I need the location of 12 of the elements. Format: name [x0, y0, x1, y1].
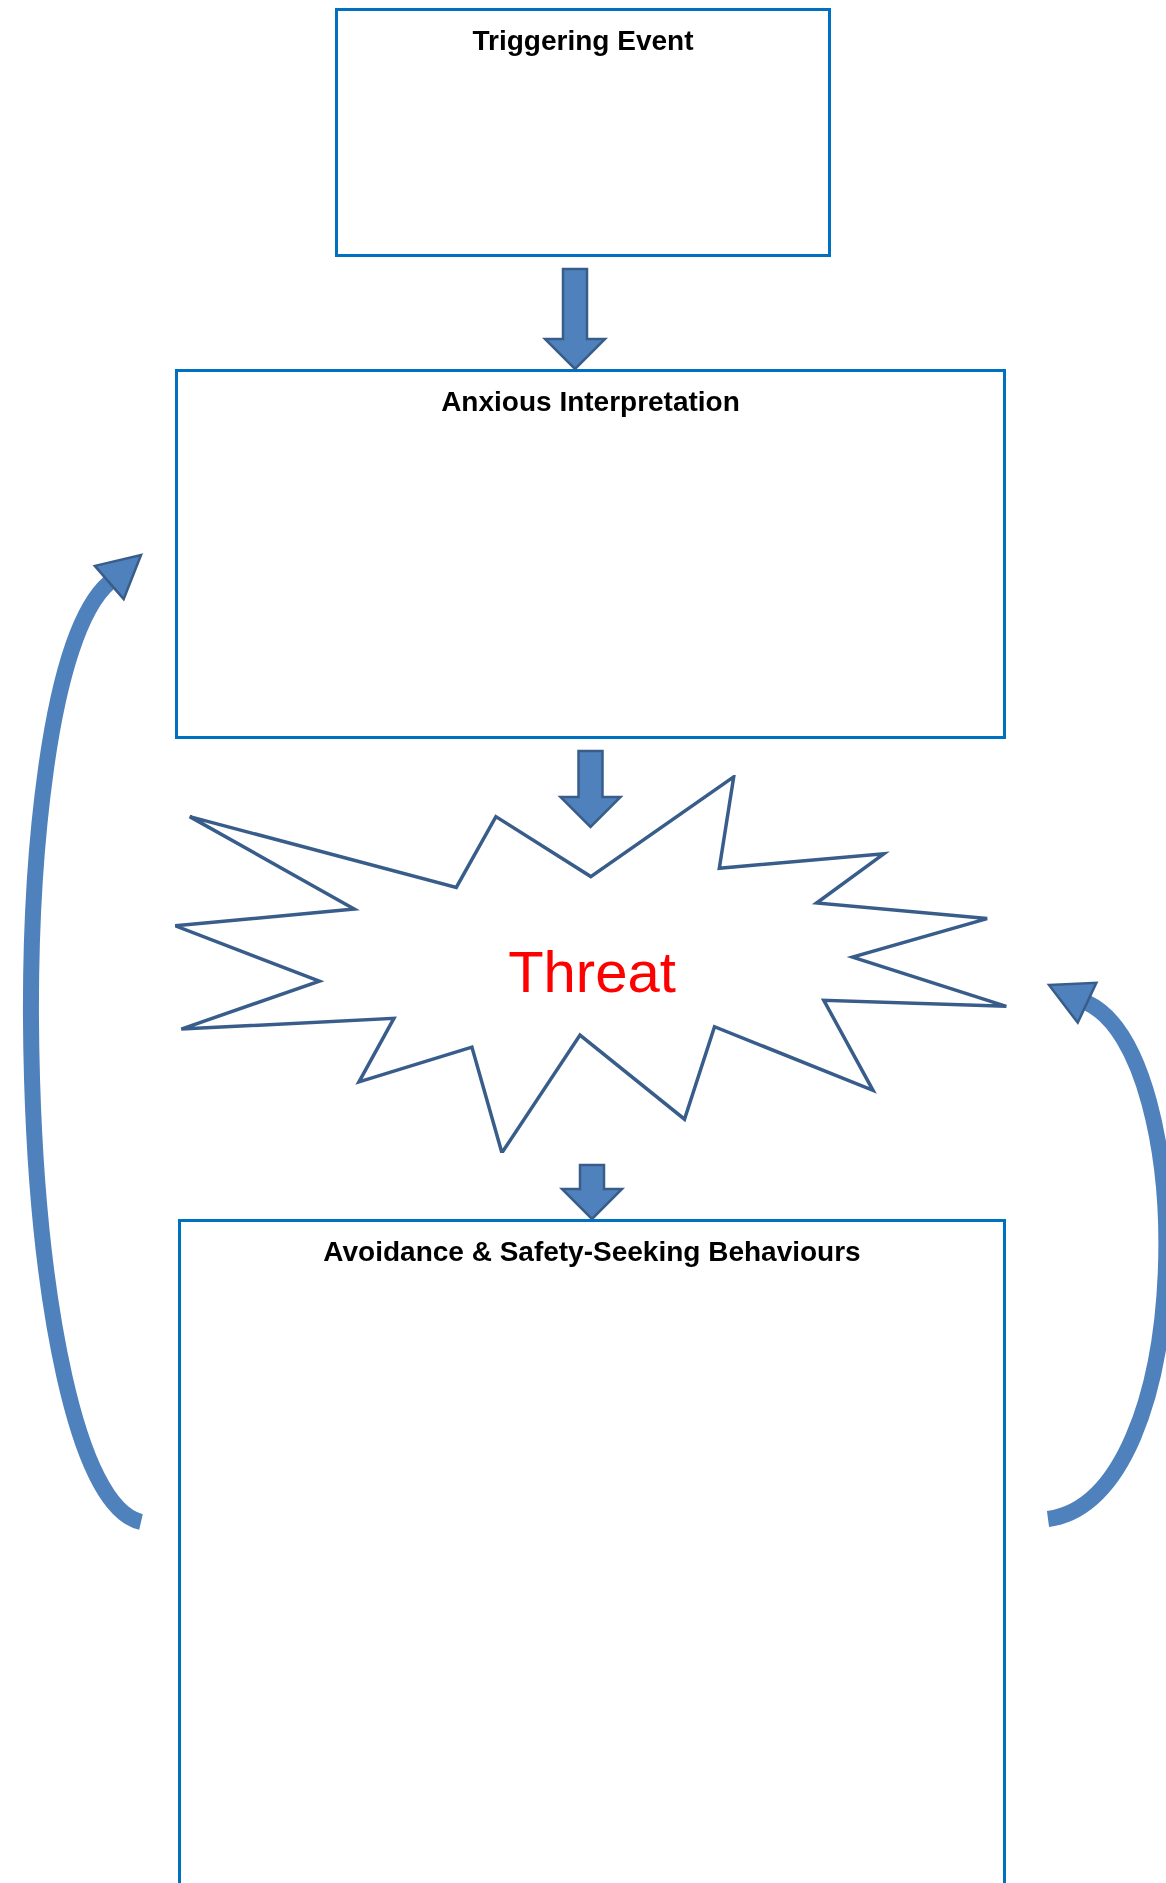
curved-arrow [1045, 981, 1166, 1527]
process-box [178, 1219, 1006, 1883]
threat-label: Threat [507, 938, 677, 1005]
box-heading: Avoidance & Safety-Seeking Behaviours [322, 1236, 862, 1268]
block-arrow [559, 1163, 625, 1221]
process-box [335, 8, 831, 257]
box-heading: Triggering Event [471, 25, 695, 57]
curved-arrow [23, 553, 146, 1529]
box-heading: Anxious Interpretation [440, 386, 741, 418]
process-box [175, 369, 1006, 739]
block-arrow [557, 749, 624, 829]
block-arrow [542, 267, 608, 371]
